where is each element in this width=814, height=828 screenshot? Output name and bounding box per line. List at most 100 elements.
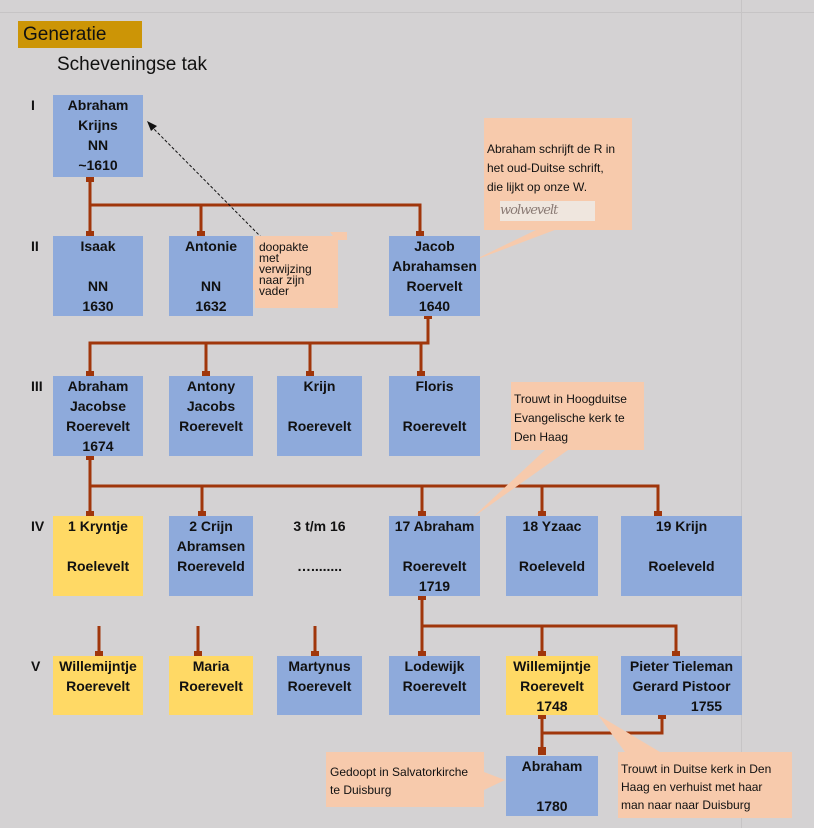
person-surname: Roerevelt (402, 678, 467, 694)
person-name-line: Abraham (521, 758, 583, 774)
callout-line: met (259, 251, 280, 265)
callout-line: doopakte (259, 240, 309, 254)
generation-label-5: V (31, 658, 41, 674)
ellipsis-placeholder: …........ (296, 558, 343, 574)
person-year (506, 576, 598, 596)
person-floris: Floris Roerevelt (389, 376, 480, 456)
person-name-line: Martynus (288, 658, 351, 674)
callout-line: naar zijn (259, 273, 305, 287)
person-name-line: Abrahamsen (392, 258, 477, 274)
person-name-line: Willemijntje (59, 658, 137, 674)
persons-3-to-16: 3 t/m 16 …........ (277, 516, 362, 596)
person-surname: Roeleveld (648, 558, 715, 574)
person-name-line: Jacobs (186, 398, 236, 414)
person-surname: Roerevelt (520, 678, 584, 694)
person-yzaac: 18 Yzaac Roeleveld (506, 516, 598, 596)
person-crijn: 2 Crijn Abramsen Roereveld (169, 516, 253, 596)
person-year (53, 576, 143, 596)
person-surname: Roerevelt (402, 558, 467, 574)
callout-line: te Duisburg (330, 783, 392, 797)
callout-line: Gedoopt in Salvatorkirche (330, 765, 469, 779)
generatie-header: Generatie (18, 21, 142, 48)
person-jacob: Jacob Abrahamsen Roervelt 1640 (389, 236, 480, 316)
person-name-line: Maria (192, 658, 230, 674)
person-surname: Roeleveld (518, 558, 586, 574)
person-name-line: 3 t/m 16 (293, 518, 346, 534)
callout-line: Abraham schrijft de R in (487, 142, 616, 156)
person-name-line: Jacob (414, 238, 455, 254)
person-name-line: Abramsen (176, 538, 246, 554)
callout-line: vader (259, 284, 290, 298)
callout-line: Den Haag (514, 430, 569, 444)
person-krijn: Krijn Roerevelt (277, 376, 362, 456)
person-name-line (53, 256, 143, 276)
person-name-line (277, 396, 362, 416)
person-abraham-17: 17 Abraham Roerevelt 1719 (389, 516, 480, 596)
person-year (389, 436, 480, 456)
person-name-line: 17 Abraham (394, 518, 475, 534)
person-surname: Roerevelt (402, 418, 467, 434)
sheet-gridline (741, 0, 742, 828)
person-surname: Roerevelt (287, 678, 352, 694)
callout-line: Trouwt in Hoogduitse (514, 392, 627, 406)
person-name-line (277, 536, 362, 556)
callout-gedoopt: Gedoopt in Salvatorkirche te Duisburg (326, 752, 484, 807)
person-pieter-pistoor: Pieter Tieleman Gerard Pistoor 1755 (621, 656, 742, 715)
person-antony: Antony Jacobs Roerevelt (169, 376, 253, 456)
person-year: 1630 (82, 298, 114, 314)
person-krijn-19: 19 Krijn Roeleveld (621, 516, 742, 596)
person-surname: Roerevelt (287, 418, 352, 434)
callout-schrift: Abraham schrijft de R in het oud-Duitse … (484, 118, 632, 230)
person-year (621, 576, 742, 596)
person-name-line (169, 256, 253, 276)
person-name-line: 1 Kryntje (68, 518, 128, 534)
person-name-line: Krijns (78, 117, 118, 133)
generation-label-1: I (31, 97, 35, 113)
person-willemijntje: Willemijntje Roerevelt (53, 656, 143, 715)
person-kryntje: 1 Kryntje Roelevelt (53, 516, 143, 596)
person-name-line: Willemijntje (513, 658, 591, 674)
callout-line: man naar naar Duisburg (621, 798, 751, 812)
sheet-gridline (0, 12, 814, 13)
person-name-line (389, 536, 480, 556)
person-year: 1748 (536, 698, 568, 714)
person-name-line: 19 Krijn (655, 518, 708, 534)
person-abraham-jacobse: Abraham Jacobse Roerevelt 1674 (53, 376, 143, 456)
person-name-line: Lodewijk (404, 658, 465, 674)
person-isaak: Isaak NN 1630 (53, 236, 143, 316)
person-name-line: Antonie (184, 238, 238, 254)
person-name-line: Pieter Tieleman (629, 658, 734, 674)
person-year (169, 436, 253, 456)
person-year: 1780 (536, 798, 568, 814)
person-year: 1719 (418, 578, 451, 594)
callout-hoogduitse-kerk: Trouwt in Hoogduitse Evangelische kerk t… (511, 382, 644, 450)
person-year (169, 576, 253, 596)
person-name-line: Krijn (303, 378, 336, 394)
person-name-line (389, 396, 480, 416)
callout-line: Trouwt in Duitse kerk in Den (621, 762, 772, 776)
handwritten-signature-image: wolwevelt (500, 201, 595, 221)
callout-line: het oud-Duitse schrift, (487, 161, 604, 175)
person-name-line: Abraham (67, 97, 129, 113)
callout-line: die lijkt op onze W. (487, 180, 588, 194)
person-name-line: Abraham (67, 378, 129, 394)
generation-label-4: IV (31, 518, 45, 534)
person-abraham-krijns: Abraham Krijns NN ~1610 (53, 95, 143, 177)
person-name-line: 18 Yzaac (522, 518, 582, 534)
person-surname: Roereveld (177, 558, 245, 574)
person-surname: NN (200, 278, 222, 294)
person-name-line (53, 536, 143, 556)
person-year: 1632 (195, 298, 227, 314)
person-name-line: Antony (186, 378, 236, 394)
person-year: 1755 (690, 698, 723, 714)
person-year: 1640 (418, 298, 451, 314)
callout-line: verwijzing (259, 262, 312, 276)
person-year (277, 436, 362, 456)
callout-line: Haag en verhuist met haar (621, 780, 763, 794)
person-surname: Roerevelt (66, 678, 130, 694)
generation-label-3: III (31, 378, 43, 394)
person-antonie: Antonie NN 1632 (169, 236, 253, 316)
person-name-line: Gerard Pistoor (632, 678, 731, 694)
person-surname: Roerevelt (179, 418, 243, 434)
callout-line: Evangelische kerk te (514, 411, 625, 425)
